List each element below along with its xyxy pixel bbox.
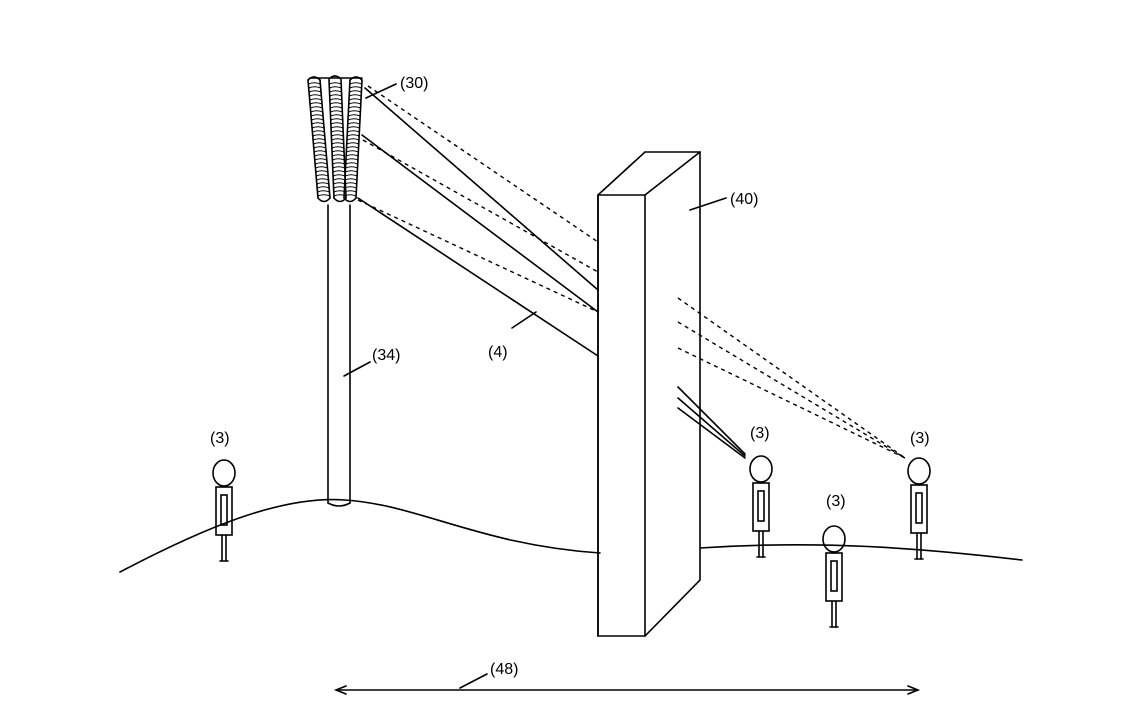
antenna-array	[307, 75, 363, 203]
user-mid-1	[749, 455, 773, 558]
user-left	[212, 459, 236, 562]
label-user-mid-2: (3)	[826, 493, 846, 510]
obstacle-block	[597, 151, 701, 637]
leader-lines	[343, 83, 727, 689]
ground-right	[699, 543, 1023, 561]
label-user-mid-1: (3)	[750, 425, 770, 442]
label-distance: (48)	[490, 661, 518, 678]
dashed-beams-to-obstacle	[357, 85, 599, 313]
mast	[327, 204, 351, 507]
label-user-right: (3)	[910, 430, 930, 447]
label-mast: (34)	[372, 347, 400, 364]
ground-hill	[119, 498, 601, 573]
label-beams: (4)	[488, 344, 508, 361]
distance-arrow	[333, 685, 921, 695]
user-right	[907, 457, 931, 560]
solid-beams	[357, 87, 599, 357]
dashed-beams-to-right-user	[677, 297, 906, 459]
label-obstacle: (40)	[730, 191, 758, 208]
diffracted-beams	[677, 386, 746, 459]
label-antenna-array: (30)	[400, 75, 428, 92]
user-mid-2	[822, 525, 846, 628]
label-user-left: (3)	[210, 430, 230, 447]
